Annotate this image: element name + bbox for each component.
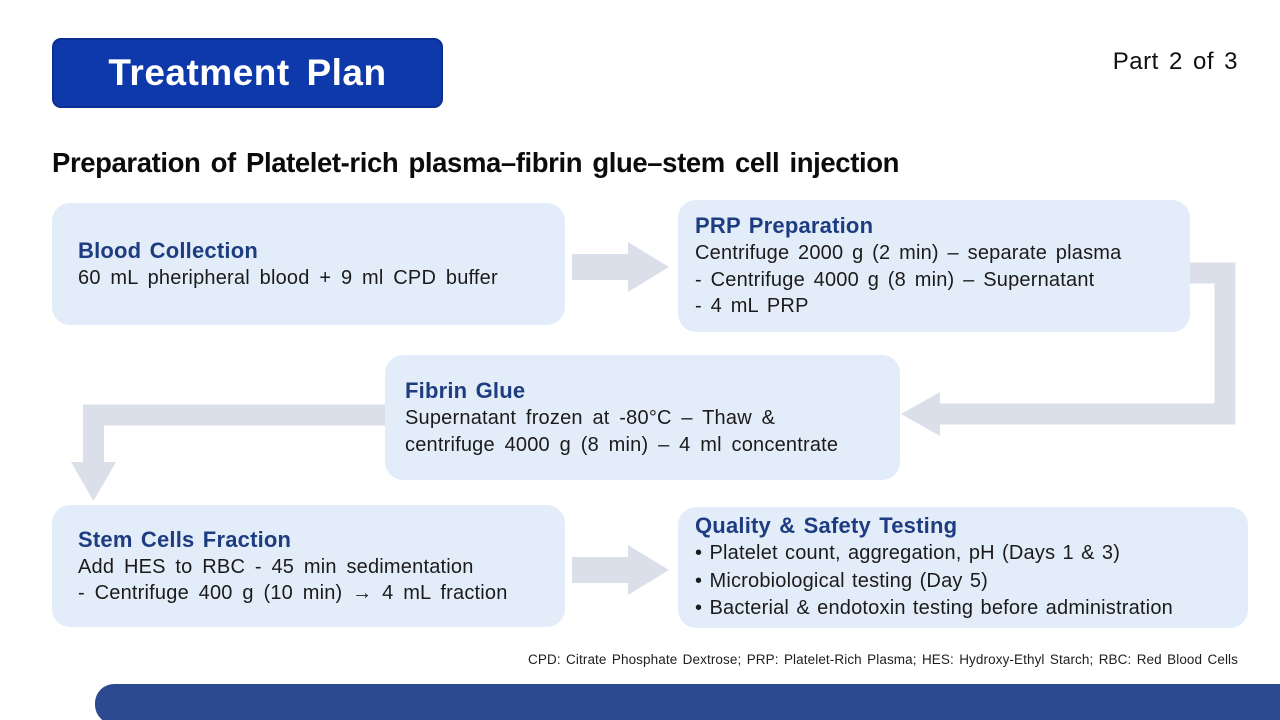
- slide-heading: Preparation of Platelet-rich plasma–fibr…: [52, 147, 899, 178]
- flow-box-line: - 4 mL PRP: [695, 295, 809, 318]
- flow-box-fibrin-glue: Fibrin Glue Supernatant frozen at -80°C …: [385, 355, 900, 480]
- flow-box-line: Add HES to RBC - 45 min sedimentation: [78, 555, 474, 578]
- flow-box-line: Centrifuge 2000 g (2 min) – separate pla…: [695, 242, 1122, 265]
- slide-title: Treatment Plan: [108, 52, 387, 93]
- flow-box-title: Blood Collection: [78, 237, 258, 263]
- flow-box-title: Stem Cells Fraction: [78, 526, 292, 552]
- flow-box-title: Quality & Safety Testing: [695, 513, 958, 539]
- flow-box-line: - Centrifuge 4000 g (8 min) – Supernatan…: [695, 268, 1095, 291]
- footer-bar: [95, 684, 1280, 720]
- flow-box-quality-safety-testing: Quality & Safety Testing • Platelet coun…: [678, 507, 1248, 628]
- arrow-fibrin-to-stem-elbow: [83, 404, 395, 464]
- arrow-blood-to-prp: [572, 242, 669, 292]
- flow-box-title: PRP Preparation: [695, 213, 874, 239]
- flow-box-line: Supernatant frozen at -80°C – Thaw &: [405, 407, 776, 429]
- flow-box-stem-cells-fraction: Stem Cells Fraction Add HES to RBC - 45 …: [52, 505, 565, 627]
- arrow-fibrin-to-stem-head: [71, 462, 116, 501]
- flow-box-line: • Bacterial & endotoxin testing before a…: [695, 597, 1173, 620]
- flow-box-title: Fibrin Glue: [405, 378, 526, 403]
- flow-box-line: - Centrifuge 400 g (10 min) → 4 mL fract…: [78, 582, 508, 604]
- arrow-stem-to-quality: [572, 545, 669, 595]
- flow-box-prp-preparation: PRP Preparation Centrifuge 2000 g (2 min…: [678, 200, 1190, 332]
- part-indicator: Part 2 of 3: [1112, 48, 1238, 75]
- flow-box-line: centrifuge 4000 g (8 min) – 4 ml concent…: [405, 433, 839, 456]
- abbreviations-footnote: CPD: Citrate Phosphate Dextrose; PRP: Pl…: [528, 652, 1238, 667]
- title-badge: Treatment Plan: [52, 38, 443, 108]
- flow-box-blood-collection: Blood Collection 60 mL pheripheral blood…: [52, 203, 565, 325]
- arrow-prp-to-fibrin-head: [901, 392, 940, 436]
- arrow-prp-to-fibrin-elbow: [938, 262, 1236, 425]
- flow-box-line: • Microbiological testing (Day 5): [695, 569, 989, 592]
- flow-box-line: 60 mL pheripheral blood + 9 ml CPD buffe…: [78, 266, 498, 289]
- flow-box-line: • Platelet count, aggregation, pH (Days …: [695, 542, 1121, 565]
